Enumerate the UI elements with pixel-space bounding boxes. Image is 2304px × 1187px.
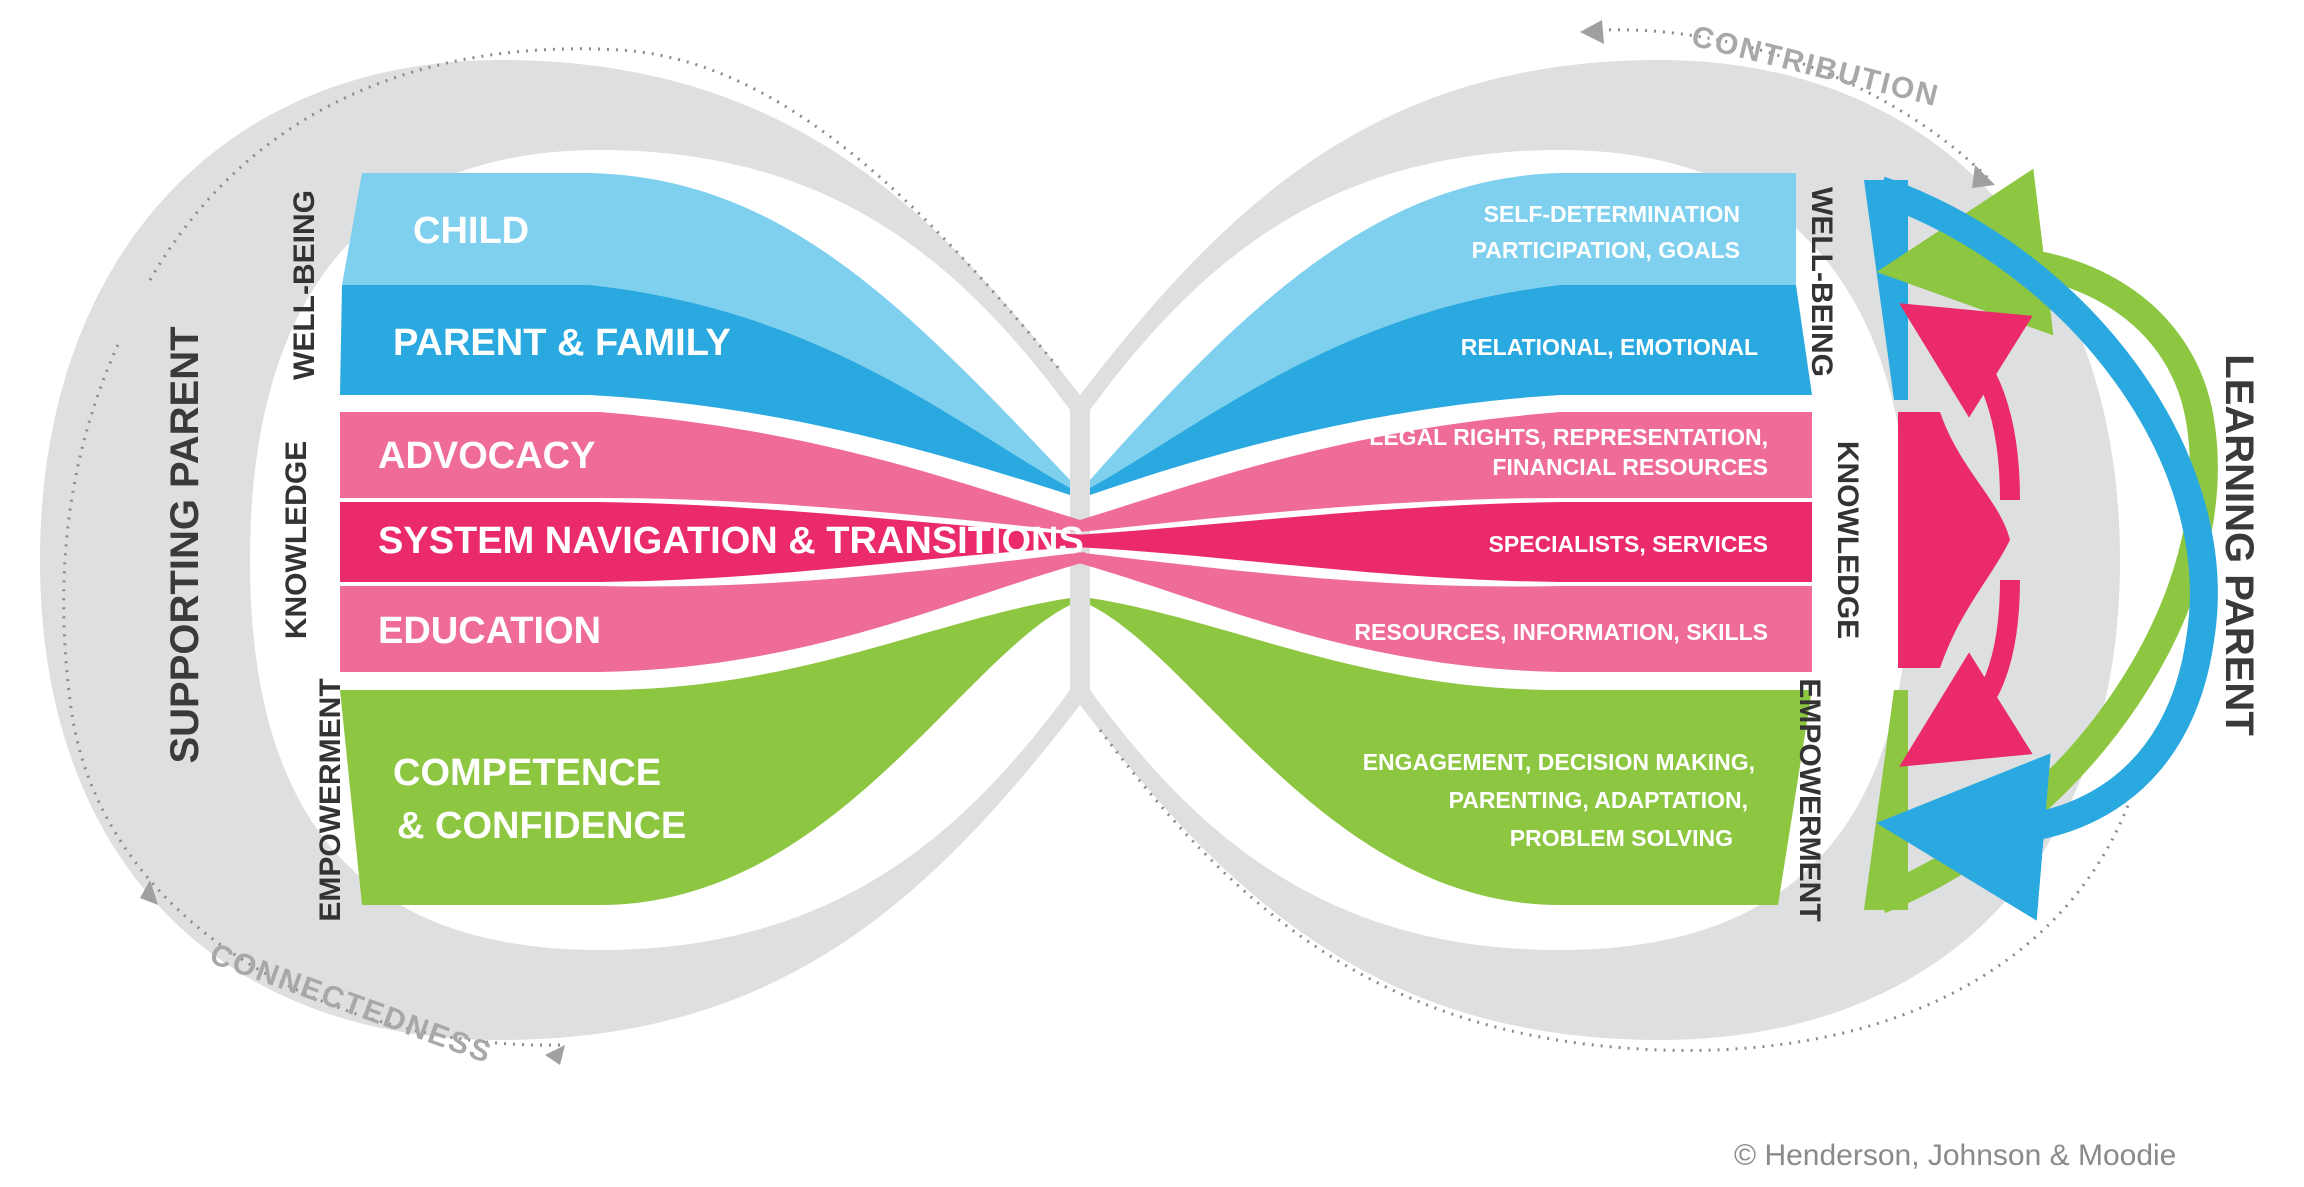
- blue-curved-arrow: [1875, 176, 2218, 921]
- left-group-wellbeing: WELL-BEING: [288, 190, 321, 380]
- label-child: CHILD: [413, 210, 529, 252]
- arc-arrow-top-left: [1580, 20, 1604, 44]
- band-specialists: [1075, 502, 1812, 582]
- label-competence-line1: COMPETENCE: [393, 752, 661, 794]
- copyright: © Henderson, Johnson & Moodie: [1734, 1139, 2176, 1172]
- left-title: SUPPORTING PARENT: [163, 326, 207, 763]
- band-parent-family: [340, 285, 1070, 495]
- right-magenta-wedge: [1898, 412, 2010, 668]
- band-advocacy: [340, 412, 1080, 532]
- band-child: [342, 173, 1070, 488]
- band-legal: [1080, 412, 1812, 532]
- label-specialists: SPECIALISTS, SERVICES: [1489, 531, 1768, 557]
- right-group-knowledge: KNOWLEDGE: [1831, 441, 1864, 639]
- arc-arrow-top-right: [1972, 165, 1995, 188]
- band-education: [340, 552, 1085, 672]
- band-competence: [340, 598, 1070, 905]
- band-self-determination: [1090, 173, 1796, 488]
- right-title: LEARNING PARENT: [2217, 354, 2261, 735]
- left-group-knowledge: KNOWLEDGE: [280, 441, 313, 639]
- label-advocacy: ADVOCACY: [378, 435, 595, 477]
- outer-dotted-arc-left-top: [148, 47, 1062, 371]
- connectedness-dotted-arc: [62, 339, 561, 1047]
- label-resources: RESOURCES, INFORMATION, SKILLS: [1354, 619, 1768, 645]
- outer-dotted-arc-right-bottom: [1098, 729, 2132, 1052]
- band-resources: [1075, 552, 1812, 672]
- magenta-curved-arrow-down: [1899, 579, 2033, 767]
- label-legal-line2: FINANCIAL RESOURCES: [1492, 454, 1768, 480]
- right-group-wellbeing: WELL-BEING: [1805, 187, 1838, 377]
- label-relational: RELATIONAL, EMOTIONAL: [1461, 334, 1758, 360]
- left-group-empowerment: EMPOWERMENT: [314, 678, 347, 921]
- label-self-determination-line2: PARTICIPATION, GOALS: [1472, 237, 1740, 263]
- band-relational: [1090, 285, 1812, 495]
- label-system-navigation: SYSTEM NAVIGATION & TRANSITIONS: [378, 520, 1084, 562]
- label-engagement-line2: PARENTING, ADAPTATION,: [1449, 787, 1748, 813]
- band-engagement: [1090, 598, 1812, 905]
- label-parent-family: PARENT & FAMILY: [393, 322, 731, 364]
- label-engagement-line3: PROBLEM SOLVING: [1510, 825, 1733, 851]
- arc-arrow-bottom-right: [545, 1045, 565, 1065]
- label-engagement-line1: ENGAGEMENT, DECISION MAKING,: [1363, 749, 1755, 775]
- arc-arrow-bottom-left: [140, 880, 158, 905]
- label-education: EDUCATION: [378, 610, 601, 652]
- magenta-curved-arrow-up: [1899, 303, 2033, 501]
- label-self-determination-line1: SELF-DETERMINATION: [1484, 201, 1740, 227]
- label-competence-line2: & CONFIDENCE: [397, 805, 686, 847]
- label-legal-line1: LEGAL RIGHTS, REPRESENTATION,: [1369, 424, 1768, 450]
- right-group-empowerment: EMPOWERMENT: [1793, 678, 1826, 921]
- band-system-navigation: [340, 502, 1085, 582]
